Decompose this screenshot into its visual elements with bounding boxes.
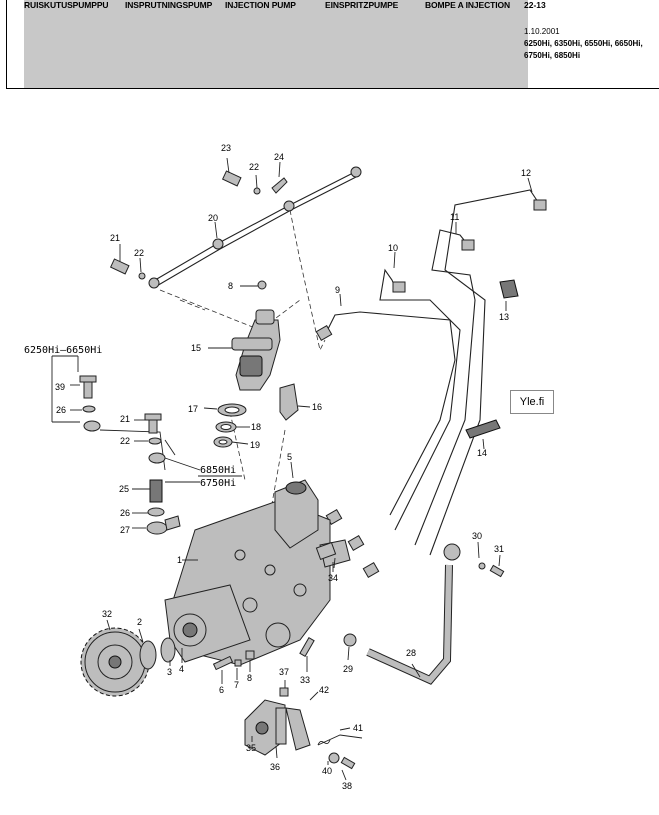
- header-title-band: [24, 0, 528, 88]
- callout-labels: 1 2 3 4 5 6 7 8 8 9 10 11 12 13 14 15 16…: [55, 143, 531, 791]
- callout-34: 34: [328, 573, 338, 583]
- callout-40: 40: [322, 766, 332, 776]
- page-header: RUISKUTUSPUMPPU INSPRUTNINGSPUMP INJECTI…: [6, 0, 659, 89]
- callout-14: 14: [477, 448, 487, 458]
- callout-13: 13: [499, 312, 509, 322]
- callout-6: 6: [219, 685, 224, 695]
- page-reference: 22-13: [524, 0, 546, 10]
- stop-solenoid-bracket: [244, 680, 363, 781]
- leak-off-pipe: [366, 541, 505, 685]
- title-french: BOMPE A INJECTION: [425, 0, 511, 10]
- callout-19: 19: [250, 440, 260, 450]
- fittings-34-29: [315, 541, 357, 661]
- callout-41: 41: [353, 723, 363, 733]
- callout-8b: 8: [228, 281, 233, 291]
- callout-42: 42: [319, 685, 329, 695]
- callout-27: 27: [120, 525, 130, 535]
- injection-pump-body: [164, 461, 351, 666]
- callout-28: 28: [406, 648, 416, 658]
- title-swedish: INSPRUTNINGSPUMP: [125, 0, 213, 10]
- injector: [208, 280, 281, 391]
- variant-label-6850: 6850Hi: [200, 465, 236, 476]
- callout-5: 5: [287, 452, 292, 462]
- callout-30: 30: [472, 531, 482, 541]
- callout-21a: 21: [110, 233, 120, 243]
- callout-18: 18: [251, 422, 261, 432]
- revision-date: 1.10.2001: [524, 27, 560, 36]
- callout-22a: 22: [134, 248, 144, 258]
- callout-32: 32: [102, 609, 112, 619]
- callout-17: 17: [188, 404, 198, 414]
- high-pressure-pipes: [315, 177, 547, 579]
- callout-3: 3: [167, 667, 172, 677]
- watermark-box: Yle.fi: [510, 390, 554, 414]
- variant-fittings: [51, 355, 201, 535]
- callout-22b: 22: [120, 436, 130, 446]
- callout-2: 2: [137, 617, 142, 627]
- callout-31: 31: [494, 544, 504, 554]
- callout-12: 12: [521, 168, 531, 178]
- callout-4: 4: [179, 664, 184, 674]
- callout-20: 20: [208, 213, 218, 223]
- callout-1: 1: [177, 555, 182, 565]
- callout-11: 11: [450, 212, 459, 222]
- callout-37: 37: [279, 667, 289, 677]
- callout-16: 16: [312, 402, 322, 412]
- return-fuel-line: [109, 166, 362, 289]
- title-german: EINSPRITZPUMPE: [325, 0, 399, 10]
- callout-9: 9: [335, 285, 340, 295]
- callout-33: 33: [300, 675, 310, 685]
- callout-15: 15: [191, 343, 201, 353]
- studs-and-nuts: [212, 637, 315, 684]
- drive-gear: [80, 619, 183, 697]
- injector-seals: [203, 383, 311, 448]
- leader-lines-top: [119, 157, 281, 273]
- callout-36: 36: [270, 762, 280, 772]
- callout-39: 39: [55, 382, 65, 392]
- callout-8a: 8: [247, 673, 252, 683]
- callout-26b: 26: [120, 508, 130, 518]
- callout-7: 7: [234, 680, 239, 690]
- callout-25: 25: [119, 484, 129, 494]
- callout-26a: 26: [56, 405, 66, 415]
- variant-label-6250-6650: 6250Hi–6650Hi: [24, 345, 102, 356]
- callout-29: 29: [343, 664, 353, 674]
- callout-21b: 21: [120, 414, 130, 424]
- callout-23: 23: [221, 143, 231, 153]
- header-left-border: [6, 0, 7, 88]
- variant-label-6750: 6750Hi: [200, 478, 236, 489]
- callout-24: 24: [274, 152, 284, 162]
- model-list: 6250Hi, 6350Hi, 6550Hi, 6650Hi, 6750Hi, …: [524, 39, 643, 60]
- title-english: INJECTION PUMP: [225, 0, 296, 10]
- callout-35: 35: [246, 743, 256, 753]
- callout-38: 38: [342, 781, 352, 791]
- title-finnish: RUISKUTUSPUMPPU: [24, 0, 109, 10]
- callout-22c: 22: [249, 162, 259, 172]
- callout-10: 10: [388, 243, 398, 253]
